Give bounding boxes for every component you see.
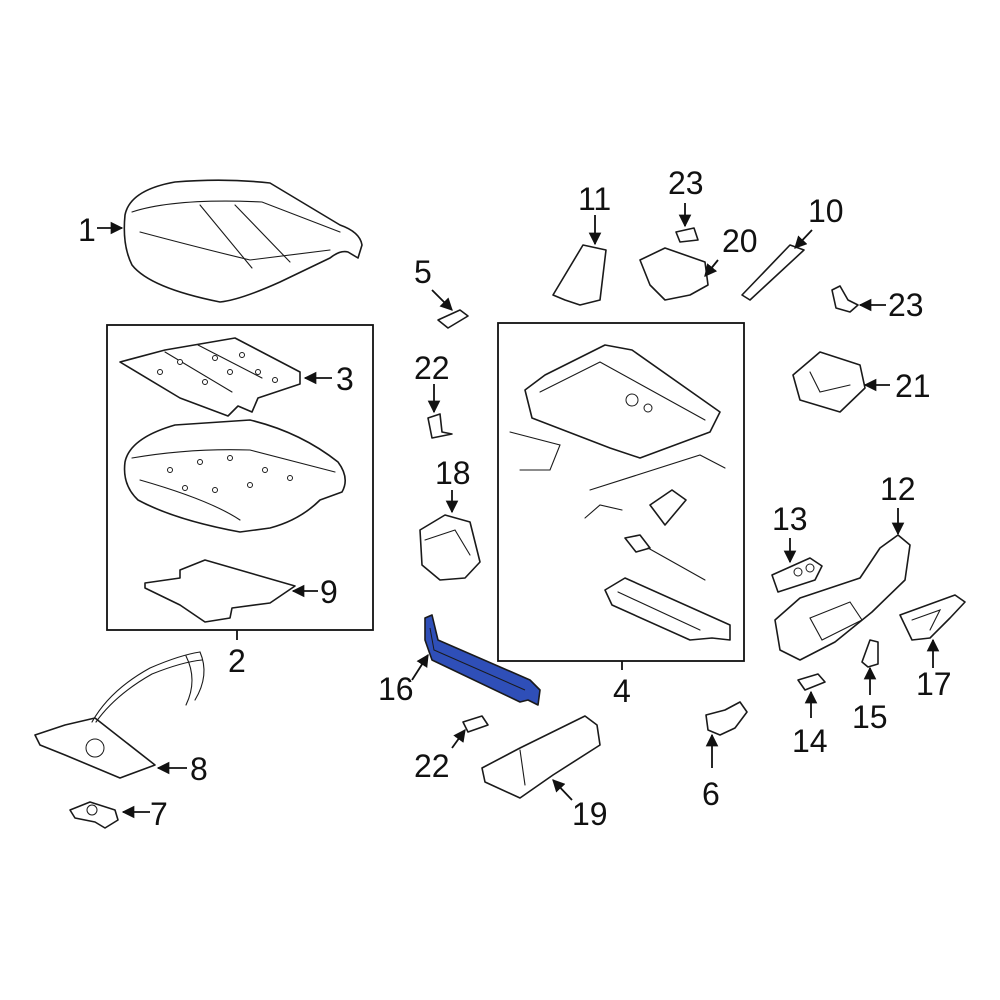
callout-11: 11 <box>578 181 611 217</box>
callout-7: 7 <box>150 796 168 832</box>
leader-16 <box>411 653 429 681</box>
seat-motor <box>624 489 706 581</box>
callout-23a: 23 <box>668 165 704 201</box>
leader-22b <box>451 728 466 749</box>
callout-9: 9 <box>320 574 338 610</box>
callout-22a: 22 <box>414 350 450 386</box>
part-18-housing[interactable] <box>419 514 481 581</box>
callout-10: 10 <box>808 193 844 229</box>
part-14-knob[interactable] <box>797 673 826 691</box>
callout-13: 13 <box>772 501 808 537</box>
part-7-bracket[interactable] <box>69 801 119 829</box>
part-23-upper-tab[interactable] <box>675 227 699 243</box>
leader-5 <box>431 289 453 311</box>
callout-20: 20 <box>722 223 758 259</box>
part-3-pad-plate[interactable] <box>119 337 301 417</box>
callout-1: 1 <box>78 212 96 248</box>
callout-14: 14 <box>792 723 828 759</box>
callout-22b: 22 <box>414 748 450 784</box>
seat-track <box>604 577 731 641</box>
part-1-cushion-cover[interactable] <box>123 179 363 303</box>
seat-foam-pad <box>123 419 346 533</box>
callout-12: 12 <box>880 471 916 507</box>
group-4-box <box>497 322 745 662</box>
callout-17: 17 <box>916 666 952 702</box>
callout-2: 2 <box>228 643 246 679</box>
part-6-bracket[interactable] <box>705 701 748 736</box>
part-5-clip[interactable] <box>437 309 469 329</box>
part-23-right-clip[interactable] <box>831 285 859 313</box>
callout-5: 5 <box>414 254 432 290</box>
part-8-heater-mat[interactable] <box>34 651 205 779</box>
part-22-upper-clip[interactable] <box>427 413 453 439</box>
part-16-trim-highlighted[interactable] <box>424 614 541 706</box>
part-12-side-shield[interactable] <box>774 534 911 661</box>
part-13-switch[interactable] <box>771 557 823 593</box>
callout-8: 8 <box>190 751 208 787</box>
leader-10 <box>794 229 813 249</box>
callout-18: 18 <box>435 455 471 491</box>
part-15-knob[interactable] <box>861 639 879 668</box>
part-20-bracket[interactable] <box>639 247 709 301</box>
callout-4: 4 <box>613 673 631 709</box>
part-17-trim-cover[interactable] <box>899 594 966 641</box>
part-11-bracket[interactable] <box>552 244 607 306</box>
callout-21: 21 <box>895 368 931 404</box>
part-21-bracket[interactable] <box>792 351 866 413</box>
group-2-box <box>106 324 374 631</box>
callout-6: 6 <box>702 776 720 812</box>
leader-19 <box>552 779 573 801</box>
part-22-lower-clip[interactable] <box>462 715 489 733</box>
part-10-strip[interactable] <box>741 244 805 301</box>
seat-frame <box>509 344 726 519</box>
callout-15: 15 <box>852 699 888 735</box>
part-9-mat[interactable] <box>144 559 296 623</box>
part-19-shield[interactable] <box>481 715 601 799</box>
leader-20 <box>704 259 719 277</box>
callout-3: 3 <box>336 361 354 397</box>
callout-16: 16 <box>378 671 414 707</box>
callout-23b: 23 <box>888 287 924 323</box>
callout-19: 19 <box>572 796 608 832</box>
